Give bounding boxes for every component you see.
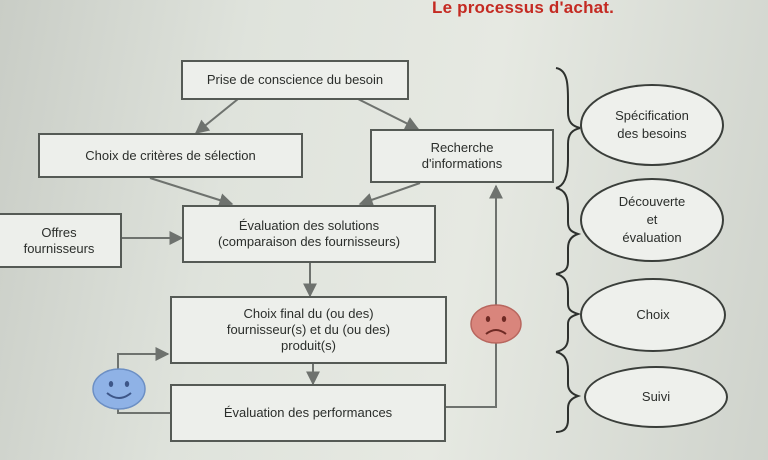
box-prise-de-conscience: Prise de conscience du besoin [181, 60, 409, 100]
box-recherche-informations: Recherche d'informations [370, 129, 554, 183]
phase-label-line1: Découverte [618, 194, 686, 209]
arrow-recherche-to-evaluation [358, 182, 421, 207]
box-label-line1: Offres [41, 224, 77, 240]
box-label: Prise de conscience du besoin [206, 72, 384, 87]
box-label-line2: fournisseurs [23, 240, 95, 256]
phase-label: Suivi [641, 389, 671, 404]
box-evaluation-performances: Évaluation des performances [170, 384, 446, 442]
phase-choix: Choix [580, 278, 726, 352]
box-label-line1: Choix final du (ou des) [243, 306, 374, 321]
box-label-line3: produit(s) [281, 338, 336, 353]
arrow-criteres-to-evaluation [149, 177, 234, 207]
phase-decouverte: Découverte et évaluation [580, 178, 724, 262]
box-label-line2: (comparaison des fournisseurs) [217, 234, 401, 249]
box-label-line2: fournisseur(s) et du (ou des) [226, 322, 391, 337]
phase-label: Choix [636, 307, 670, 322]
box-label-line2: d'informations [421, 156, 503, 171]
phase-label-line3: évaluation [622, 230, 682, 245]
phase-braces [555, 67, 582, 433]
box-choix-criteres: Choix de critères de sélection [38, 133, 303, 178]
phase-suivi: Suivi [584, 366, 728, 428]
box-label: Évaluation des performances [223, 405, 393, 420]
box-label-line1: Recherche [430, 140, 494, 155]
arrow-prise-to-criteres [194, 98, 239, 134]
box-evaluation-solutions: Évaluation des solutions (comparaison de… [182, 205, 436, 263]
phase-label-line1: Spécification [615, 108, 689, 123]
box-offres-fournisseurs: Offres fournisseurs [0, 213, 122, 268]
phase-label-line2: et [646, 212, 658, 227]
happy-face-icon [92, 368, 146, 410]
sad-face-icon [470, 304, 522, 344]
box-label-line1: Évaluation des solutions [238, 218, 380, 233]
phase-label-line2: des besoins [617, 126, 687, 141]
loop-performances-to-recherche [446, 184, 503, 408]
page-title: Le processus d'achat. [432, 0, 615, 17]
arrow-prise-to-recherche [357, 98, 420, 130]
box-label: Choix de critères de sélection [85, 147, 256, 163]
box-choix-final: Choix final du (ou des) fournisseur(s) e… [170, 296, 447, 364]
phase-specification: Spécification des besoins [580, 84, 724, 166]
